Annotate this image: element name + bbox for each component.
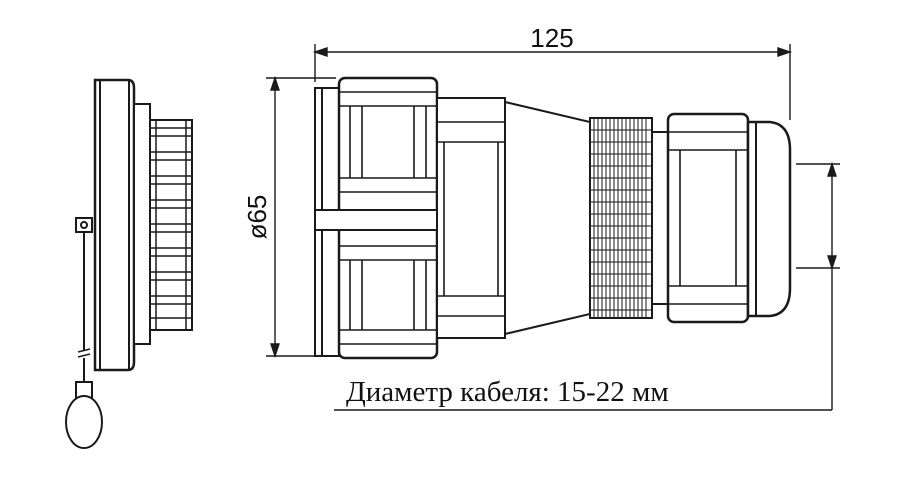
side-view: [65, 78, 193, 449]
knurl-lines: [590, 118, 652, 318]
connector-view: [314, 76, 792, 360]
coupling-nut-flutes: [339, 91, 437, 345]
dimension-cable: [334, 161, 840, 411]
cable-diameter-caption: Диаметр кабеля: 15-22 мм: [346, 376, 669, 408]
dimension-length: [312, 44, 793, 120]
dimension-length-label: 125: [530, 23, 573, 53]
thread-lines: [150, 120, 192, 330]
dimension-diameter: [266, 75, 336, 359]
dimension-diameter-label: ø65: [242, 195, 272, 240]
